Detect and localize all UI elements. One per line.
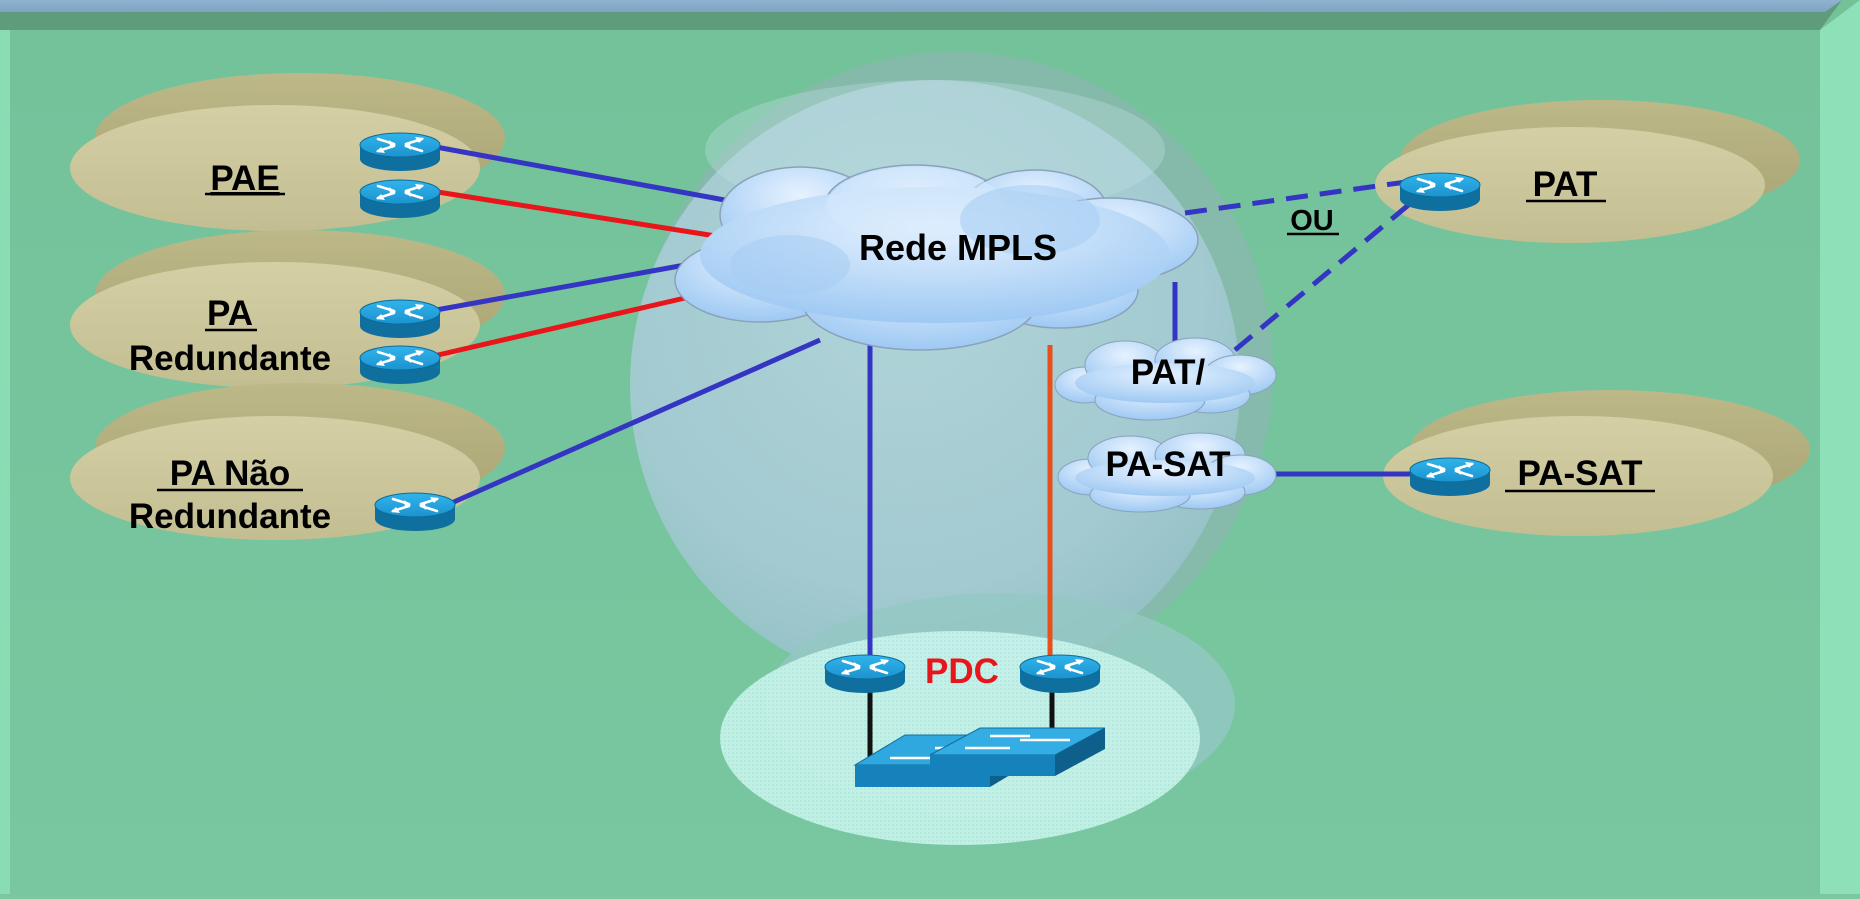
router-icon	[1408, 456, 1492, 498]
router-icon	[358, 178, 442, 220]
router-icon	[358, 298, 442, 340]
top-bar	[0, 0, 1842, 12]
pa-sat-label: PA-SAT	[1517, 454, 1642, 493]
link-pa-red	[424, 295, 686, 361]
link-pae-red	[424, 187, 723, 240]
switch-icon	[929, 727, 1106, 776]
link-pae-blue	[424, 142, 753, 208]
router-icon	[1398, 171, 1482, 213]
router-icon	[358, 344, 442, 386]
link-patcloud-pat-dashed	[1233, 195, 1420, 352]
pat-label: PAT	[1533, 165, 1598, 204]
pa-sat-cloud-label: PA-SAT	[1105, 445, 1230, 484]
router-icon	[373, 491, 457, 533]
link-pa-non-red	[445, 337, 822, 508]
pa-non-redundant-label-line2: Redundante	[129, 497, 331, 536]
pae-label: PAE	[210, 159, 279, 198]
router-icon	[1018, 653, 1102, 695]
links	[424, 142, 1430, 760]
router-icon	[358, 131, 442, 173]
site-pa-sat	[1383, 390, 1810, 536]
router-icon	[823, 653, 907, 695]
link-mpls-pat-dashed	[1184, 177, 1421, 216]
mpls-label: Rede MPLS	[859, 227, 1057, 268]
right-bevel	[1820, 0, 1860, 894]
ou-label: OU	[1290, 205, 1334, 237]
site-pat	[1375, 100, 1800, 243]
pa-redundant-label-line2: Redundante	[129, 339, 331, 378]
link-pa-blue	[424, 262, 686, 315]
pa-redundant-label-line1: PA	[207, 294, 253, 333]
pat-cloud-label: PAT/	[1131, 353, 1206, 392]
mpls-cloud-icon	[674, 164, 1199, 351]
pdc-label: PDC	[925, 652, 999, 691]
pa-non-redundant-label-line1: PA Não	[170, 454, 291, 493]
